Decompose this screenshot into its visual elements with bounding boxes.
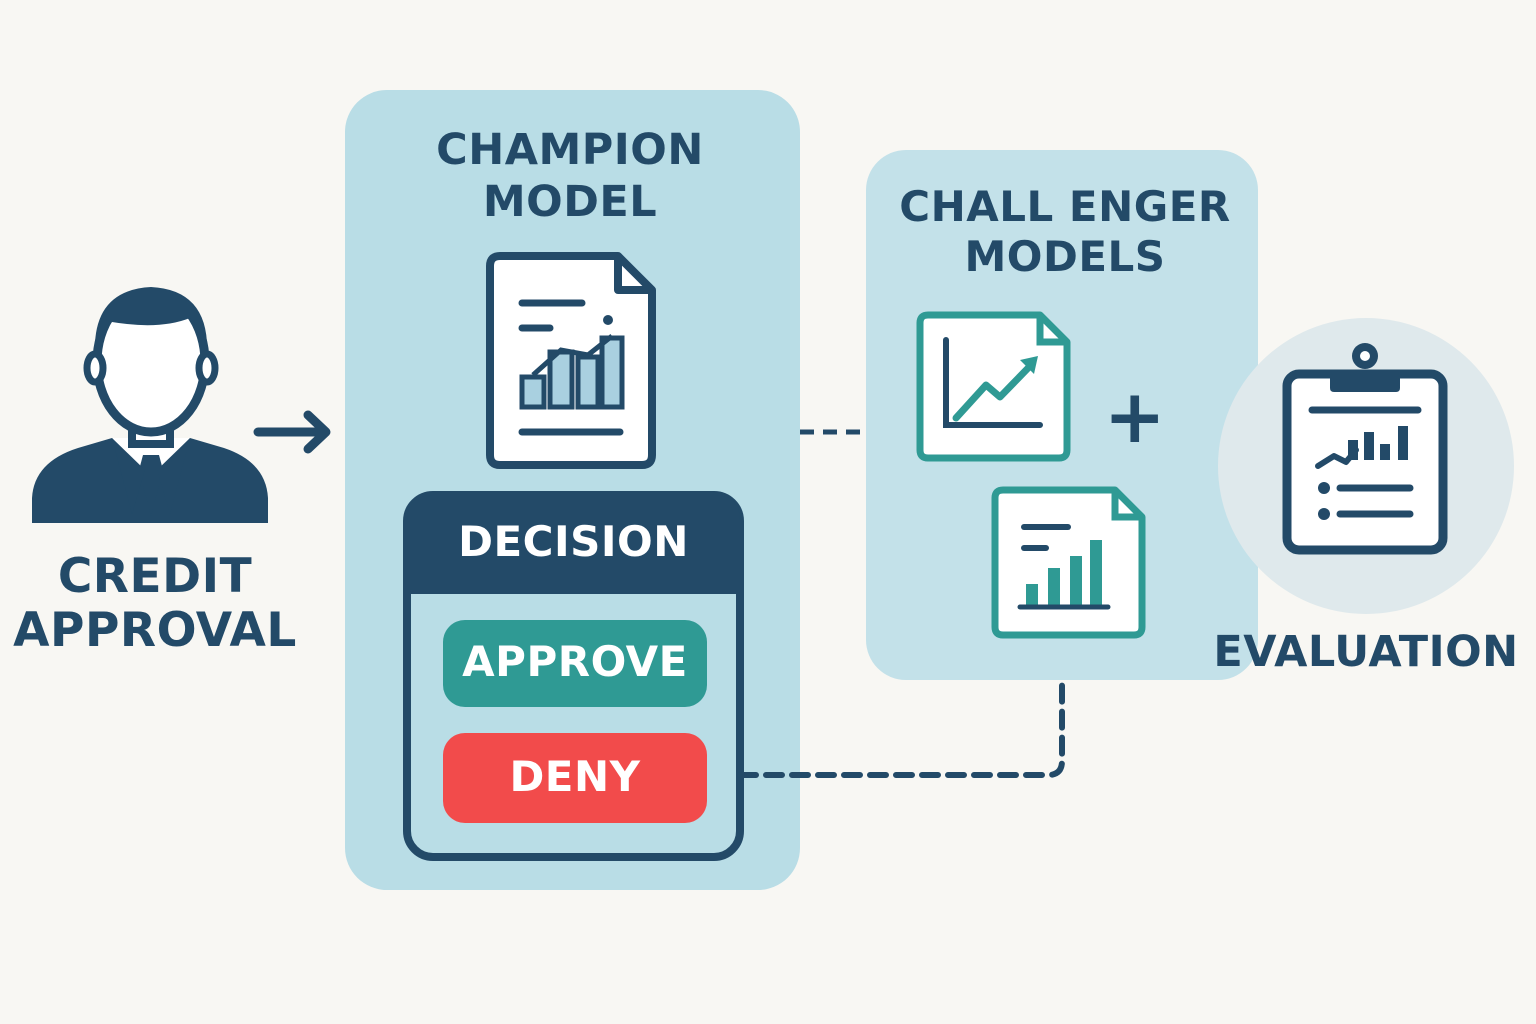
credit-approval-line2: APPROVAL	[13, 603, 297, 659]
challenger-title: CHALL ENGER MODELS	[875, 182, 1255, 283]
approve-button[interactable]	[443, 620, 707, 707]
plus-sign: +	[1103, 374, 1167, 460]
champion-title-line1: CHAMPION	[436, 125, 704, 175]
decision-header: DECISION	[458, 517, 689, 566]
line-chart-document-icon	[916, 311, 1071, 462]
credit-approval-label: CREDIT APPROVAL	[10, 549, 300, 659]
credit-approval-line1: CREDIT	[57, 549, 253, 604]
chart-document-icon	[486, 252, 656, 469]
dashed-connector-decision-challenger	[737, 677, 1065, 778]
arrow-to-champion	[253, 410, 331, 454]
bar-chart-document-icon	[991, 486, 1146, 639]
champion-title: CHAMPION MODEL	[380, 125, 760, 228]
deny-label[interactable]: DENY	[509, 752, 641, 801]
evaluation-label: EVALUATION	[1213, 627, 1519, 677]
deny-button[interactable]	[443, 733, 707, 823]
clipboard-report-icon	[1282, 343, 1448, 555]
challenger-title-line1: CHALL ENGER	[899, 182, 1231, 231]
challenger-title-line2: MODELS	[964, 232, 1166, 282]
businessman-icon	[32, 287, 268, 523]
approve-label[interactable]: APPROVE	[462, 637, 688, 686]
champion-title-line2: MODEL	[482, 176, 658, 227]
